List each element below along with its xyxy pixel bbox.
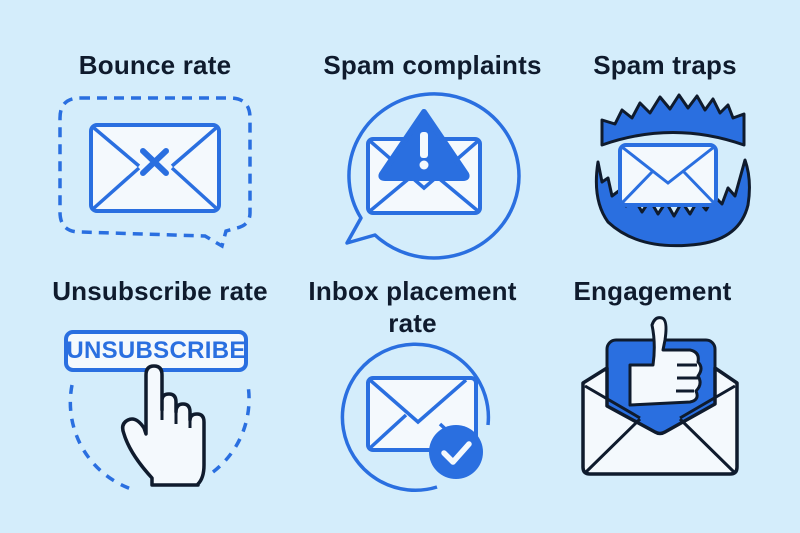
inbox-placement-rate-title-line2: rate — [388, 308, 437, 338]
bounce-rate-title: Bounce rate — [78, 50, 232, 80]
inbox-placement-rate-title-line1: Inbox placement — [308, 276, 517, 306]
unsubscribe-button[interactable]: UNSUBSCRIBE — [64, 330, 248, 372]
engagement-title: Engagement — [573, 276, 732, 306]
spam-traps-title: Spam traps — [593, 50, 737, 80]
spam-complaints-title: Spam complaints — [323, 50, 542, 80]
unsubscribe-rate-title: Unsubscribe rate — [52, 276, 268, 306]
